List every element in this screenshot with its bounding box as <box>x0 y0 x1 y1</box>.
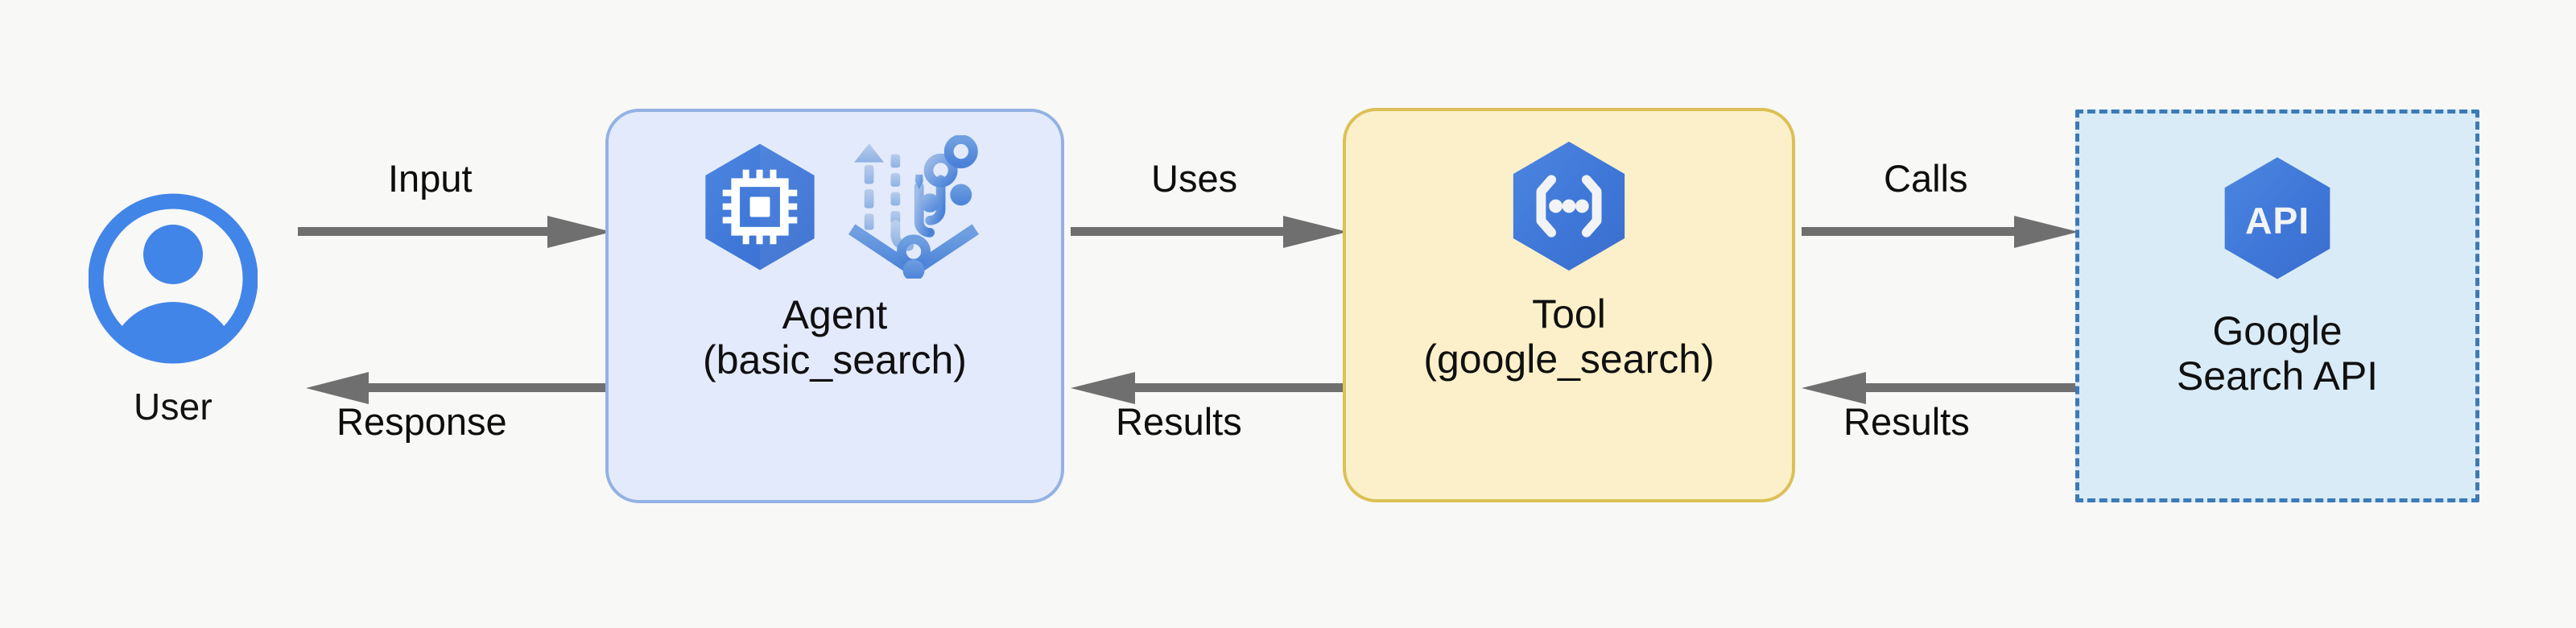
edge-label-uses: Uses <box>1151 157 1238 200</box>
arrow-results-tool-agent <box>1071 372 1348 404</box>
edge-label-input: Input <box>388 157 473 200</box>
node-tool[interactable]: Tool (google_search) <box>1343 108 1795 502</box>
api-hexagon-icon: API <box>2224 157 2330 279</box>
tool-label: Tool (google_search) <box>1423 291 1715 382</box>
arrow-input <box>298 216 612 248</box>
tool-icon-group <box>1496 130 1642 282</box>
user-label: User <box>134 386 213 428</box>
api-icon-text: API <box>2245 200 2310 242</box>
google-search-api-label: Google Search API <box>2176 308 2379 399</box>
edge-label-response: Response <box>336 400 507 443</box>
user-account-circle-icon <box>89 193 258 364</box>
edge-label-results-tool-agent: Results <box>1116 400 1242 443</box>
arrow-response <box>306 372 610 404</box>
arrow-calls <box>1802 216 2079 248</box>
arrow-uses <box>1071 216 1348 248</box>
code-brackets-hexagon-icon <box>1513 141 1625 271</box>
arrow-results-api-tool <box>1802 372 2079 404</box>
agent-label: Agent (basic_search) <box>703 292 967 382</box>
node-google-search-api[interactable]: API Google Search API <box>2075 109 2479 502</box>
node-agent[interactable]: Agent (basic_search) <box>605 109 1064 503</box>
agent-icon-group <box>688 131 981 283</box>
node-user[interactable]: User <box>89 187 258 425</box>
api-icon-group: API <box>2208 146 2347 291</box>
cpu-hexagon-icon <box>705 143 815 271</box>
edge-label-calls: Calls <box>1884 157 1968 200</box>
edge-label-results-api-tool: Results <box>1843 400 1970 443</box>
vertex-ai-workflow-icon <box>848 135 980 279</box>
